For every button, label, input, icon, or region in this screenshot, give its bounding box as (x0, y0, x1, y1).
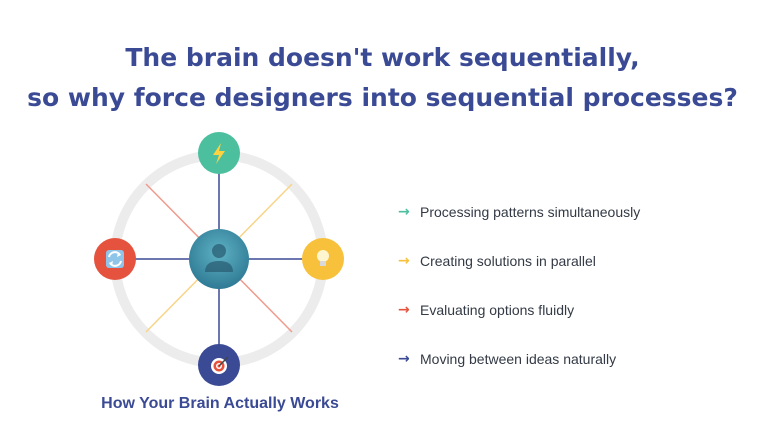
arrow-right-icon: → (398, 302, 410, 318)
point-item: → Processing patterns simultaneously (398, 200, 640, 224)
headline-line-2: so why force designers into sequential p… (27, 83, 738, 112)
point-item: → Moving between ideas naturally (398, 347, 640, 371)
node-right (302, 238, 344, 280)
headline: The brain doesn't work sequentially, so … (0, 38, 765, 118)
brain-diagram: How Your Brain Actually Works (94, 132, 344, 412)
node-left (94, 238, 136, 280)
point-text: Evaluating options fluidly (420, 302, 575, 318)
point-text: Processing patterns simultaneously (420, 204, 641, 220)
lightbulb-icon (317, 250, 329, 266)
brain-diagram-svg (94, 132, 344, 386)
arrow-right-icon: → (398, 204, 410, 220)
point-item: → Creating solutions in parallel (398, 249, 640, 273)
node-bottom (198, 344, 240, 386)
diagram-caption: How Your Brain Actually Works (101, 395, 339, 412)
point-item: → Evaluating options fluidly (398, 298, 640, 322)
points-list: → Processing patterns simultaneously → C… (398, 200, 640, 396)
target-icon (211, 356, 229, 374)
arrow-right-icon: → (398, 351, 410, 367)
center-node (189, 229, 249, 289)
point-text: Creating solutions in parallel (420, 253, 596, 269)
refresh-icon (106, 250, 124, 268)
lightning-icon (213, 143, 225, 164)
headline-line-1: The brain doesn't work sequentially, (125, 43, 640, 72)
user-icon (205, 244, 233, 272)
node-top (198, 132, 240, 174)
arrow-right-icon: → (398, 253, 410, 269)
point-text: Moving between ideas naturally (420, 351, 617, 367)
